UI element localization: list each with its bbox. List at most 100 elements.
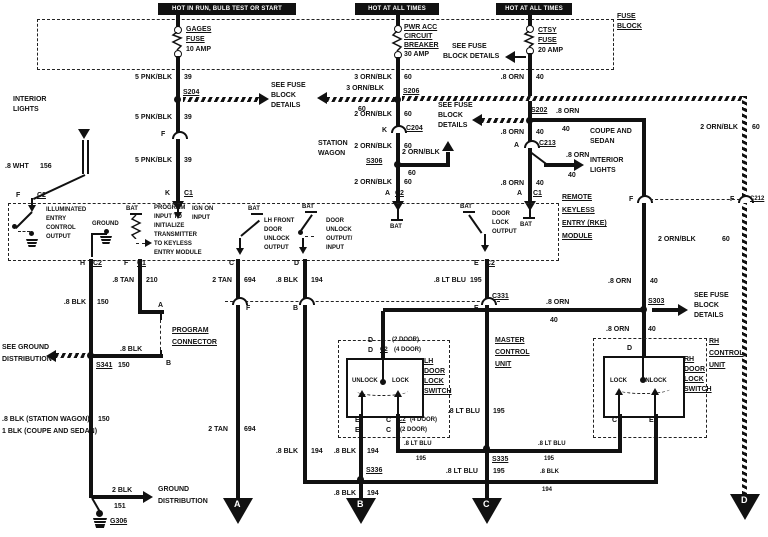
wire-orn-right: [642, 352, 646, 358]
banner-hot-in-run: HOT IN RUN, BULB TEST OR START: [158, 3, 296, 15]
wire-label: .8 BLK: [120, 346, 143, 353]
terminal-arrow-icon: [236, 248, 244, 255]
wire-label: .8 LT BLU: [404, 441, 432, 447]
config-label: (4 DOOR): [410, 417, 437, 423]
wire-orn-right: [642, 118, 646, 358]
wire-label: .8 ORN: [556, 108, 580, 115]
bat-stub: [529, 206, 531, 217]
gages-fuse-label: GAGES: [186, 26, 212, 33]
switch-lock-label: LOCK: [610, 378, 627, 384]
wire-master-d: [381, 311, 385, 360]
pwracc-label: BREAKER: [404, 42, 439, 49]
fuse-block-title: FUSE: [617, 13, 636, 20]
switch-stub: [302, 238, 304, 248]
module-text: OUTPUT: [46, 234, 71, 240]
wire-label: .8 ORN: [566, 152, 590, 159]
bat-label: BAT: [302, 204, 314, 210]
wire-label: 2 ORN/BLK: [402, 149, 440, 156]
wire-ornblk-right: [742, 96, 747, 494]
wire-label: 60: [404, 74, 412, 81]
module-text: TO KEYLESS: [154, 241, 192, 247]
master-title: UNIT: [495, 361, 512, 368]
wire-label: 60: [752, 124, 760, 131]
switch-stub: [484, 234, 486, 246]
rh-title: UNIT: [709, 362, 726, 369]
pwracc-label: CIRCUIT: [404, 33, 433, 40]
terminal-f: F: [730, 196, 735, 203]
connector-label: C1: [533, 190, 542, 197]
pointer-line: [652, 308, 678, 312]
terminal-f: F: [246, 305, 251, 312]
bat-bar: [251, 213, 263, 215]
lh-switch-title: SWITCH: [424, 388, 452, 395]
wire-label: 1 BLK (COUPE AND SEDAN): [2, 428, 98, 435]
wire-label: 40: [536, 129, 544, 136]
module-text: GROUND: [92, 221, 119, 227]
wire-ltblu: [618, 414, 622, 453]
wire-label: 210: [146, 277, 158, 284]
rke-module-title: REMOTE: [562, 194, 592, 201]
rh-control-unit-box: [593, 338, 707, 438]
module-text: IGN ON: [192, 206, 214, 212]
pointer-arrow-icon: [505, 51, 515, 63]
connector-label: C213: [539, 140, 556, 147]
bat-bar: [523, 217, 535, 219]
rh-title: CONTROL: [709, 350, 744, 357]
arrow-letter: A: [234, 499, 241, 509]
wire-label: 40: [536, 74, 544, 81]
wire-label: .8 ORN: [500, 180, 524, 187]
wire-label: 60: [404, 179, 412, 186]
wire-label: 5 PNK/BLK: [135, 157, 172, 164]
wire-see-details: [482, 118, 524, 123]
connector-c213-icon: [524, 140, 540, 148]
arrow-letter: C: [483, 499, 490, 509]
wire-label: 2 ORN/BLK: [700, 124, 738, 131]
connector-icon: [172, 131, 188, 139]
contact-dot: [104, 229, 109, 234]
program-connector-label: PROGRAM: [172, 327, 209, 334]
fuse-terminal: [526, 25, 534, 33]
note-see-fuse: SEE FUSE: [438, 102, 473, 109]
rh-switch-title: LOCK: [684, 376, 704, 383]
splice-s341: [87, 352, 94, 359]
switch-stub: [239, 238, 241, 249]
wire-orn: [530, 118, 646, 122]
terminal-c: C: [229, 260, 235, 267]
module-text: LOCK: [492, 220, 509, 226]
wire-label: 194: [311, 448, 323, 455]
rh-title: RH: [709, 338, 720, 345]
wire-ctsy: [528, 53, 532, 203]
wire-label: .8 ORN: [500, 129, 524, 136]
connector-c204-icon: [391, 125, 407, 133]
splice-s202: [526, 117, 533, 124]
note-interior-lights: INTERIOR: [13, 96, 47, 103]
splice-s306: [394, 161, 401, 168]
wire-label: 2 ORN/BLK: [354, 143, 392, 150]
wire-blk194: [303, 480, 658, 484]
resistor-element: [130, 215, 142, 239]
arrow-letter: D: [741, 495, 748, 505]
splice-s206: [394, 96, 401, 103]
note-interior-lights: INTERIOR: [590, 157, 624, 164]
switch-throw: [654, 395, 656, 414]
splice-label: S306: [366, 158, 383, 165]
splice-label: S303: [648, 298, 665, 305]
ground-icon: [100, 236, 112, 244]
wire-see-details: [402, 96, 746, 101]
connector-c331-icon: [481, 297, 497, 305]
switch-throw: [618, 395, 620, 414]
terminal-d: D: [368, 337, 374, 344]
note-coupe-sedan: COUPE AND: [590, 128, 632, 135]
note-see-ground: SEE GROUND: [2, 344, 50, 351]
splice-label: S202: [531, 107, 548, 114]
rke-module-title: MODULE: [562, 233, 593, 240]
switch-common: [382, 360, 384, 380]
connector-label: C2: [486, 260, 495, 267]
module-text: ENTRY: [46, 216, 67, 222]
program-connector-label: CONNECTOR: [172, 339, 217, 346]
module-text: OUTPUT/: [326, 236, 353, 242]
note-coupe-sedan: SEDAN: [590, 138, 615, 145]
connector-stub: [160, 350, 162, 358]
splice-s303: [640, 306, 647, 313]
